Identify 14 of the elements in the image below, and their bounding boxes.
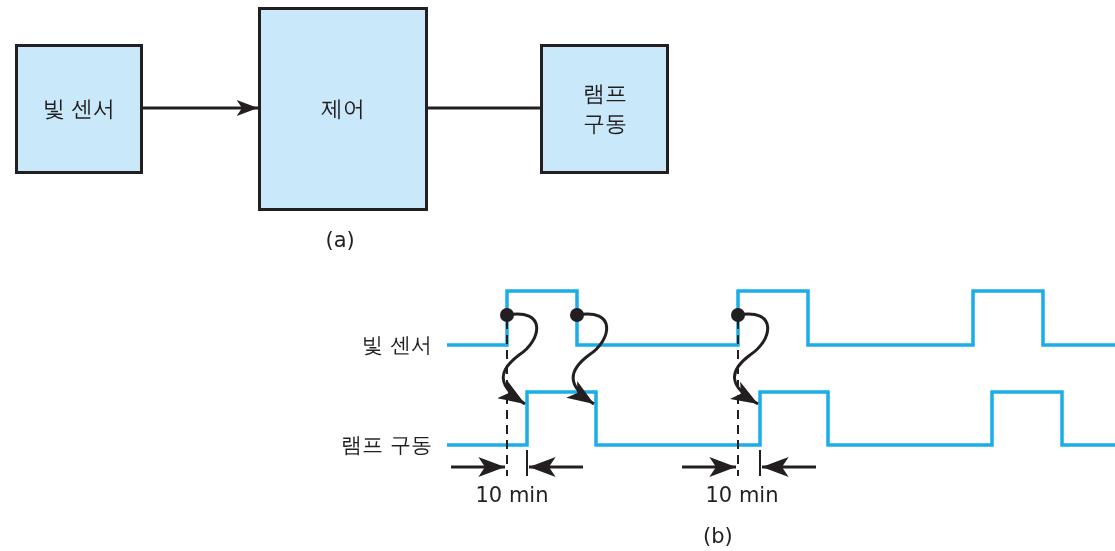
signal-label: 빛 센서 bbox=[362, 334, 432, 356]
signal-label: 램프 구동 bbox=[341, 434, 432, 456]
process-box bbox=[15, 44, 143, 174]
connector-line bbox=[428, 106, 540, 110]
duration-label: 10 min bbox=[475, 484, 549, 506]
block-label: 램프 구동 bbox=[581, 80, 628, 138]
caption-label: (a) bbox=[325, 229, 355, 251]
arrow bbox=[143, 100, 258, 116]
block-label: 빛 센서 bbox=[42, 95, 116, 124]
process-box bbox=[540, 44, 669, 174]
caption-label: (b) bbox=[703, 525, 733, 547]
process-box bbox=[258, 7, 428, 211]
block-label: 제어 bbox=[321, 95, 365, 124]
duration-label: 10 min bbox=[705, 484, 779, 506]
